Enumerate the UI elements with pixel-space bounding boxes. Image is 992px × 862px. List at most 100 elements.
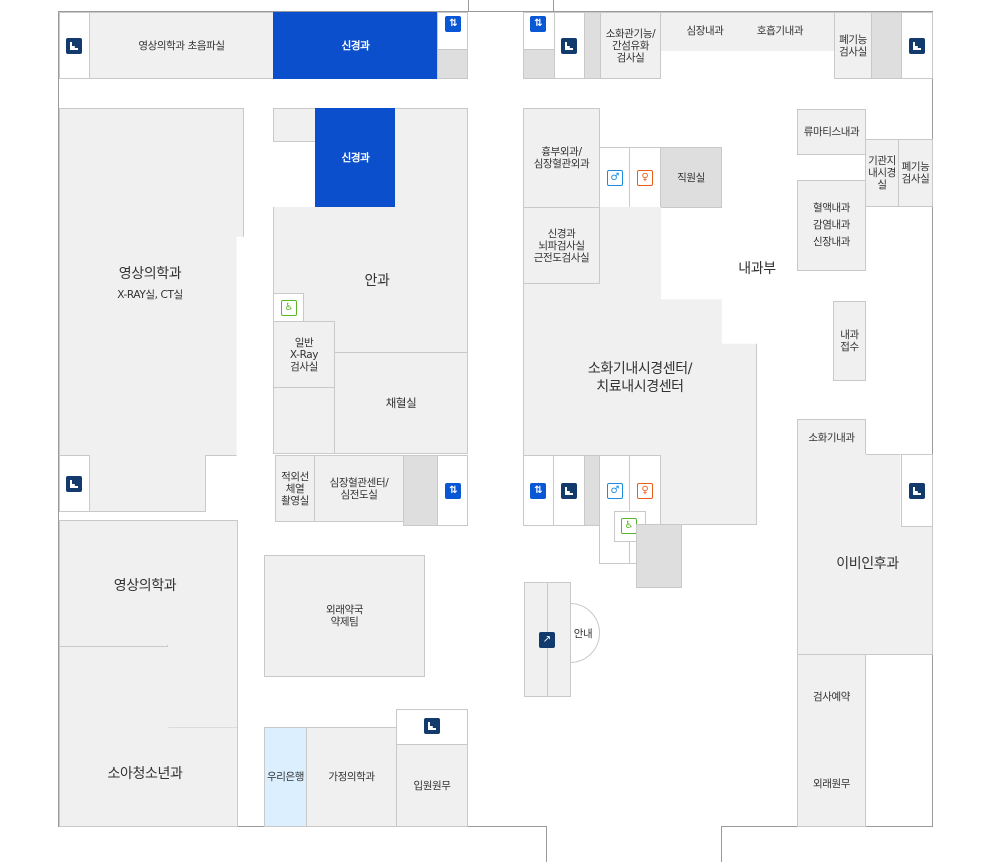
stairs-icon[interactable] [909, 483, 925, 499]
room-label: 적외선 체열 촬영실 [281, 470, 309, 507]
accessible-cell [273, 293, 304, 322]
elevator-icon[interactable]: ⇅ [445, 483, 461, 499]
service-room [871, 12, 902, 79]
information-desk-icon[interactable]: ↗ [539, 632, 555, 648]
room-imaging-xray-title: 영상의학과 [118, 266, 182, 282]
room-imaging-xray-subtitle: X-RAY실, CT실 [117, 289, 183, 301]
room-neurology-mid[interactable]: 신경과 [315, 108, 396, 208]
accessible-restroom-icon[interactable]: ♿ [281, 300, 297, 316]
male-restroom-icon[interactable]: ♂ [607, 483, 623, 499]
accessible-restroom-icon[interactable]: ♿ [621, 518, 637, 534]
room-label: 영상의학과 초음파실 [138, 39, 225, 52]
room-ophthalmology-label: 안과 [364, 273, 390, 289]
room-general-xray[interactable]: 일반 X-Ray 검사실 [273, 321, 335, 388]
room-admission[interactable]: 입원원무 [396, 744, 468, 827]
room-label: 신경과 뇌파검사실 근전도검사실 [533, 227, 590, 264]
room-label: 신경과 [341, 39, 370, 52]
service-room [523, 49, 555, 79]
outer-wall [721, 826, 722, 862]
room-ent-top [797, 454, 866, 472]
room-label: 폐기능 검사실 [901, 161, 930, 185]
room-imaging-ultrasound[interactable]: 영상의학과 초음파실 [89, 12, 274, 79]
outer-wall [58, 11, 933, 12]
stairs-icon[interactable] [424, 718, 440, 734]
room-gastro-function-test[interactable]: 소화관기능/ 간섬유화 검사실 [600, 12, 661, 79]
room-imaging-xray[interactable] [59, 108, 244, 456]
outer-wall [932, 11, 933, 207]
service-room [636, 524, 682, 588]
room-label: 심장혈관센터/ 심전도실 [329, 476, 389, 501]
room-label: 혈액내과 감염내과 신장내과 [812, 202, 851, 248]
room-imaging-bottom-label: 영상의학과 [113, 578, 177, 594]
service-room [437, 49, 468, 79]
info-desk-label[interactable]: 안내 [573, 628, 593, 640]
room-label: 폐기능 검사실 [839, 33, 867, 58]
room-bronchoscopy[interactable]: 기관지 내시경 실 [865, 139, 899, 207]
stairs-icon[interactable] [66, 476, 82, 492]
room-woori-bank[interactable]: 우리은행 [264, 727, 307, 827]
room-label: 류마티스내과 [803, 126, 860, 138]
room-rheumatology[interactable]: 류마티스내과 [797, 109, 866, 155]
room-ent-label: 이비인후과 [836, 556, 899, 572]
room-label: 소화기내과 [808, 431, 855, 444]
stair-cell [553, 455, 585, 526]
male-restroom-cell [599, 455, 630, 564]
outer-wall [58, 11, 59, 827]
room-pediatrics-label: 소아청소년과 [107, 766, 183, 782]
room-label: 흉부외과/ 심장혈관외과 [533, 146, 590, 170]
outer-wall [553, 0, 554, 12]
room-internal-medicine-reception[interactable]: 내과 접수 [833, 301, 866, 381]
stairs-icon[interactable] [66, 38, 82, 54]
stairs-icon[interactable] [561, 483, 577, 499]
room-neurology-top[interactable]: 신경과 [273, 12, 438, 79]
room-label: 채혈실 [385, 396, 417, 410]
female-restroom-icon[interactable]: ♀ [637, 170, 653, 186]
room-pulmonary-function-right[interactable]: 폐기능 검사실 [898, 139, 933, 207]
room-gastroenterology[interactable]: 소화기내과 [797, 419, 866, 455]
room-label: 내과 접수 [840, 329, 859, 353]
room-hemato-infect-nephro[interactable]: 혈액내과 감염내과 신장내과 [797, 180, 866, 271]
room-label: 신경과 [341, 152, 370, 164]
service-room [584, 455, 600, 526]
room-neurology-tests[interactable]: 신경과 뇌파검사실 근전도검사실 [523, 207, 600, 284]
room-label: 가정의학과 [328, 771, 375, 783]
room-label: 일반 X-Ray 검사실 [289, 336, 319, 373]
elevator-icon[interactable]: ⇅ [530, 483, 546, 499]
stairs-icon[interactable] [561, 38, 577, 54]
room-cardiovascular-center[interactable]: 심장혈관센터/ 심전도실 [314, 455, 404, 522]
female-restroom-cell [629, 147, 661, 208]
counter-outpatient-admin[interactable]: 외래원무 [812, 778, 851, 790]
service-room [584, 12, 601, 79]
service-room [403, 455, 438, 526]
room-label: 입원원무 [413, 779, 451, 792]
male-restroom-icon[interactable]: ♂ [607, 170, 623, 186]
room-thermography[interactable]: 적외선 체열 촬영실 [275, 455, 315, 522]
elevator-icon[interactable]: ⇅ [445, 16, 461, 32]
room-pulmonology[interactable]: 호흡기내과 [756, 25, 804, 37]
room-thoracic-surgery[interactable]: 흉부외과/ 심장혈관외과 [523, 108, 600, 208]
stairs-icon[interactable] [909, 38, 925, 54]
room-label: 직원실 [677, 171, 705, 184]
room-imaging-bottom-ext [167, 645, 238, 728]
room-pulmonary-function-test[interactable]: 폐기능 검사실 [834, 12, 872, 79]
room-label: 소화관기능/ 간섬유화 검사실 [605, 27, 656, 64]
room-blood-collection[interactable]: 채혈실 [334, 352, 468, 454]
room-label: 기관지 내시경 실 [868, 155, 896, 191]
female-restroom-icon[interactable]: ♀ [637, 483, 653, 499]
room-label: 우리은행 [266, 771, 305, 783]
area-internal-medicine: 내과부 [738, 261, 776, 277]
outer-wall [468, 0, 469, 12]
room-test-reservation-outpatient [797, 654, 866, 827]
room-staff[interactable]: 직원실 [660, 147, 722, 208]
room-endoscopy-label: 소화기내시경센터/ 치료내시경센터 [587, 361, 693, 395]
counter-test-reservation[interactable]: 검사예약 [812, 691, 851, 703]
room-imaging-bottom[interactable] [59, 520, 238, 647]
outer-wall [546, 826, 547, 862]
room-neurology-annex [273, 108, 316, 142]
room-family-medicine[interactable]: 가정의학과 [306, 727, 397, 827]
elevator-icon[interactable]: ⇅ [530, 16, 546, 32]
room-cardiology[interactable]: 심장내과 [686, 25, 724, 37]
room-imaging-xray-lower [89, 455, 206, 512]
room-outpatient-pharmacy[interactable]: 외래약국 약제팀 [264, 555, 425, 677]
